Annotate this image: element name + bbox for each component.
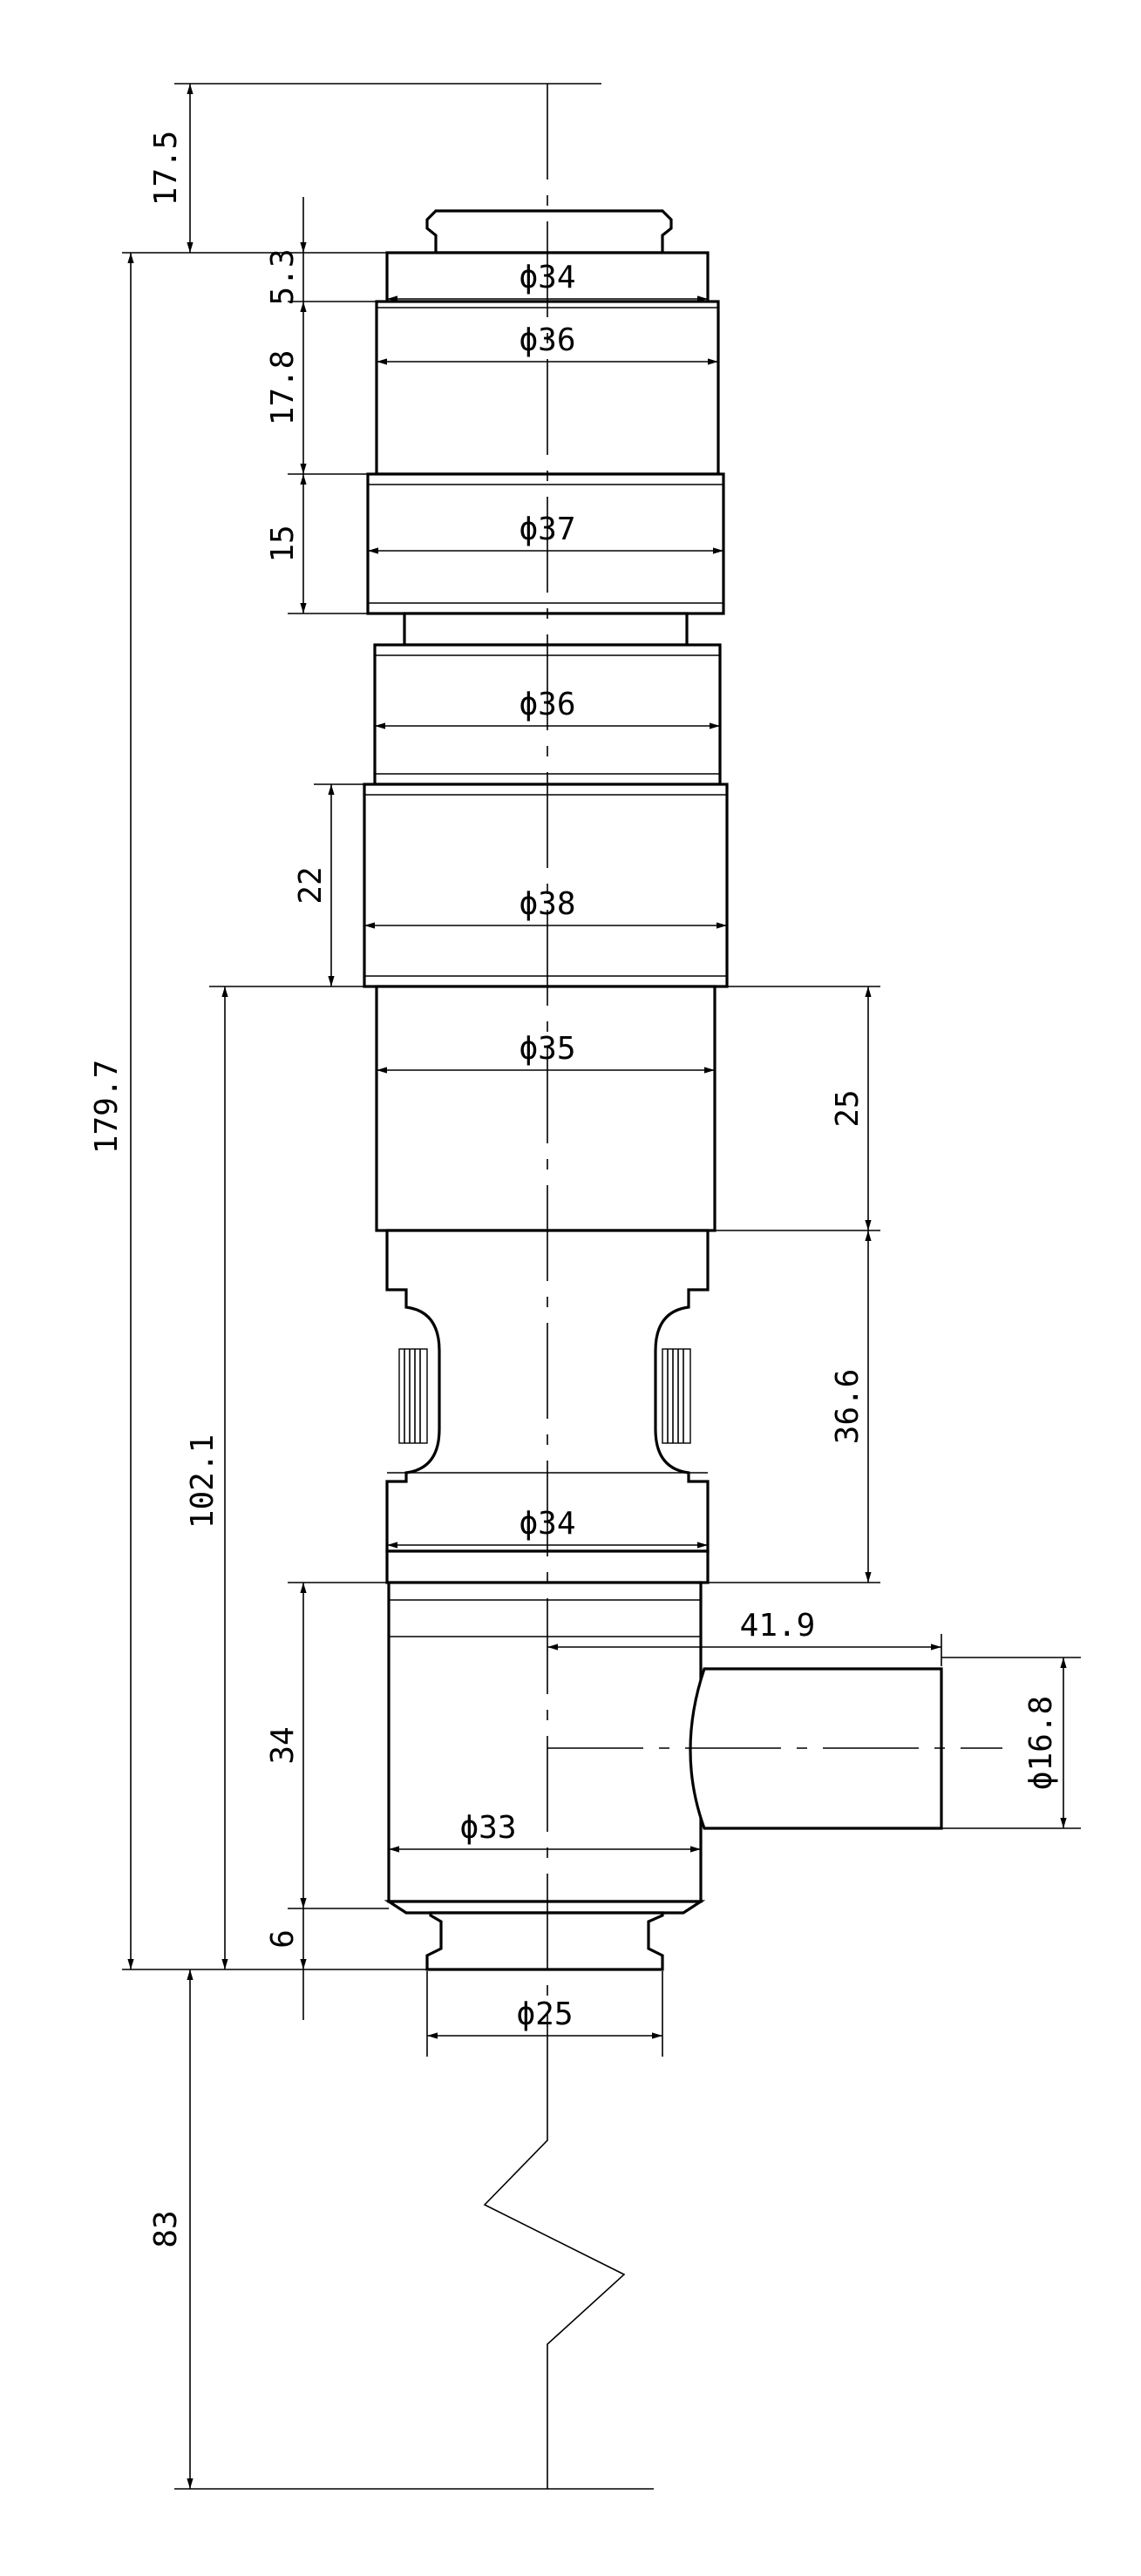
break-line (483, 2039, 626, 2489)
dim-section-2: 17.8 (265, 350, 301, 426)
dim-overall-length: 179.7 (89, 1060, 125, 1154)
dim-port-length: 41.9 (740, 1608, 816, 1644)
extension-lines (122, 83, 1081, 2490)
dim-bottom-ring: 6 (265, 1929, 301, 1949)
dim-d6: ϕ35 (519, 1031, 575, 1067)
dim-d1: ϕ34 (519, 260, 575, 295)
side-port (689, 1667, 943, 1830)
dim-section-3: 15 (265, 525, 301, 562)
dim-d3: ϕ37 (519, 512, 575, 547)
section-d37 (366, 472, 725, 615)
dim-d5: ϕ38 (519, 886, 575, 922)
dim-d2: ϕ36 (519, 322, 575, 358)
vertical-dimensions: 17.5 5.3 17.8 15 22 179.7 102.1 25 36.6 … (89, 84, 1067, 2489)
dim-d8: ϕ33 (459, 1810, 516, 1846)
dim-d9: ϕ25 (516, 1996, 573, 2032)
section-d35 (375, 985, 717, 1232)
dim-lower-length: 102.1 (185, 1434, 221, 1529)
dim-block: 34 (265, 1726, 301, 1764)
dim-bottom-offset: 83 (148, 2210, 184, 2247)
top-cap (425, 209, 673, 254)
dim-neck: 36.6 (830, 1369, 866, 1445)
dim-port-diameter: ϕ16.8 (1023, 1696, 1059, 1790)
dim-top-offset: 17.5 (148, 131, 184, 207)
groove (403, 612, 689, 647)
section-d38 (363, 783, 729, 988)
dim-d7: ϕ34 (519, 1506, 575, 1542)
port-block (387, 1581, 703, 1903)
dim-d4: ϕ36 (519, 687, 575, 722)
dim-top-cap: 5.3 (265, 248, 301, 305)
block-chamfer (384, 1900, 706, 1915)
dim-section-5: 22 (293, 866, 329, 904)
knurl-right (662, 1348, 691, 1444)
diameter-dimensions: ϕ34 ϕ36 ϕ37 ϕ36 ϕ38 ϕ35 ϕ34 ϕ33 ϕ25 41.9 (364, 260, 941, 2039)
dim-section-6: 25 (830, 1089, 866, 1127)
bottom-ring (425, 1911, 664, 1971)
knurl-left (398, 1348, 428, 1444)
